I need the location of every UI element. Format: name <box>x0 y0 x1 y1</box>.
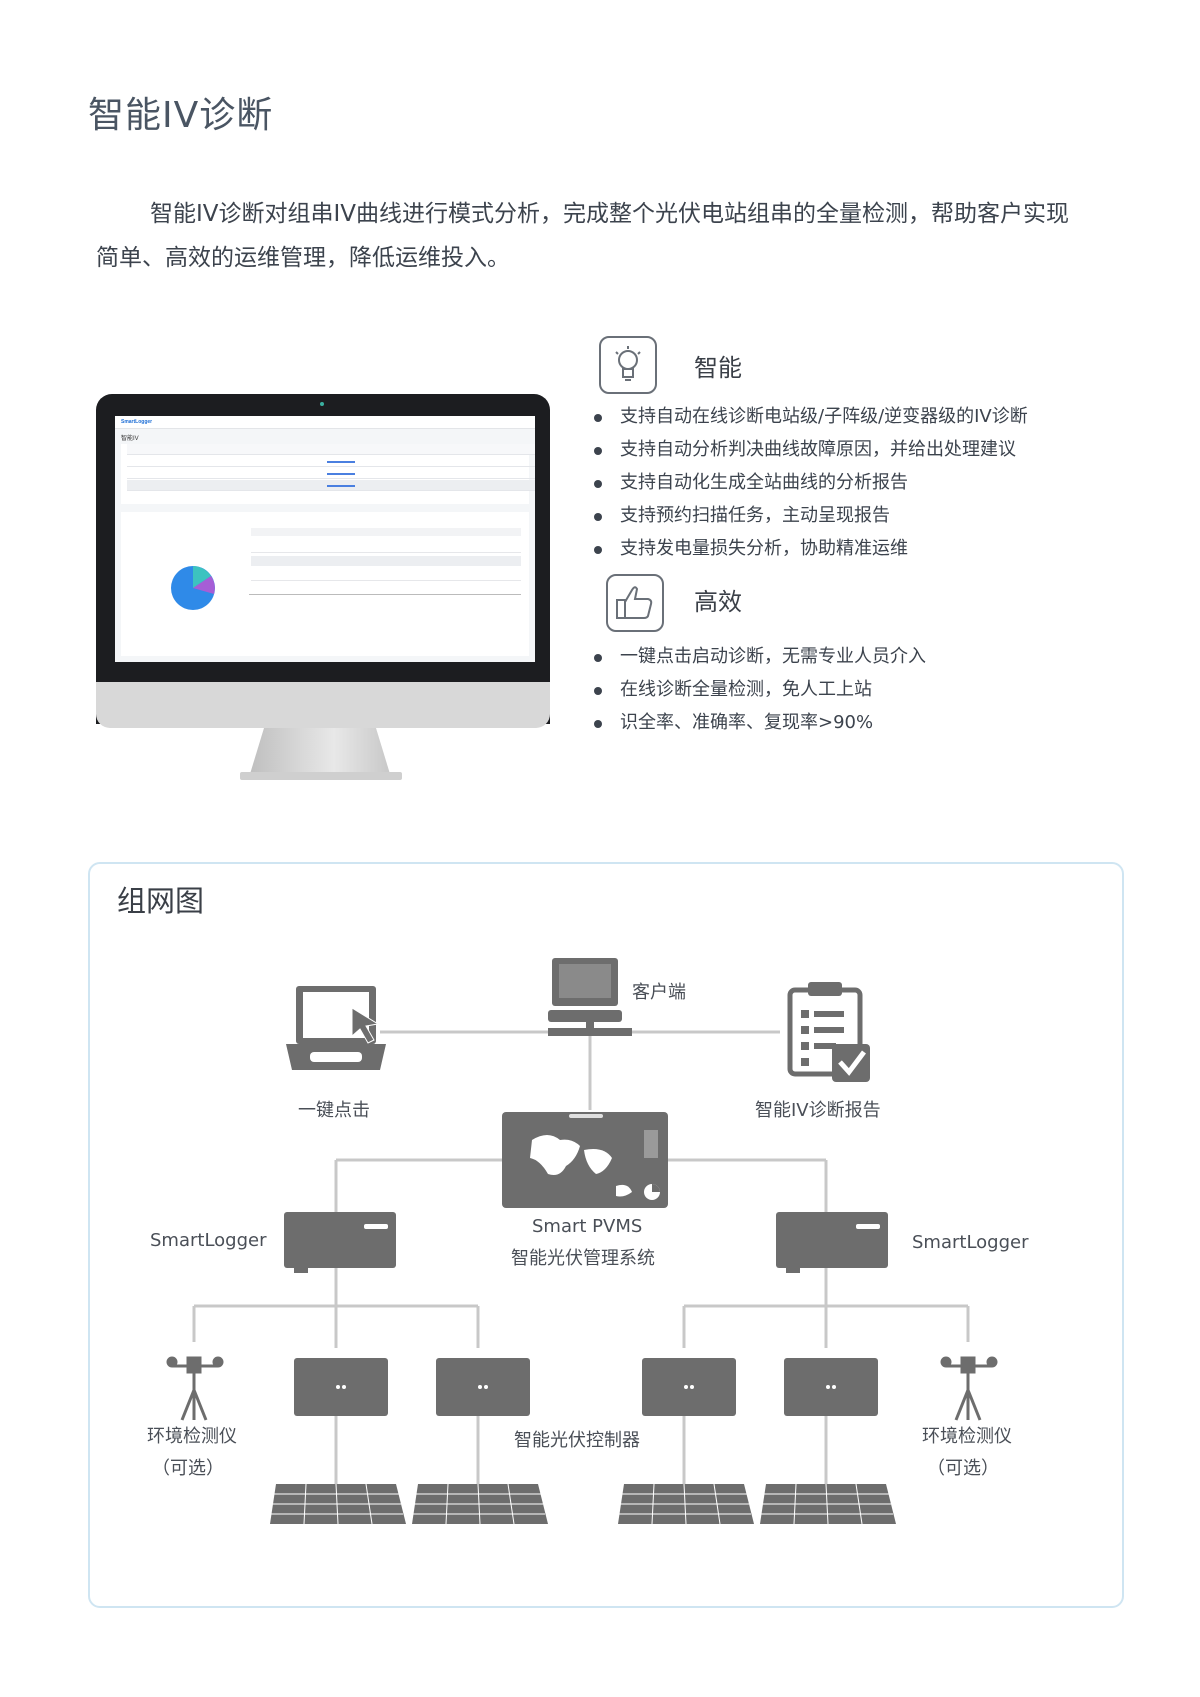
screen-subtable-header <box>251 528 521 536</box>
list-item: 支持自动化生成全站曲线的分析报告 <box>590 466 1028 499</box>
screen-progress-bar <box>327 485 355 487</box>
monitor-stand <box>250 728 390 774</box>
screen-table-header <box>127 444 535 455</box>
pvms-label-line1: Smart PVMS <box>532 1216 643 1237</box>
screen-table-row <box>127 468 535 479</box>
env-right-label-line1: 环境检测仪 <box>922 1426 1012 1447</box>
list-item: 识全率、准确率、复现率>90% <box>590 706 926 739</box>
smartlogger-right-icon <box>776 1212 888 1273</box>
list-item: 支持自动分析判决曲线故障原因，并给出处理建议 <box>590 433 1028 466</box>
solar-panel-icon <box>618 1483 754 1525</box>
page-title: 智能IV诊断 <box>88 95 274 136</box>
inverter-icon <box>784 1358 878 1416</box>
network-title: 组网图 <box>117 884 205 918</box>
screen-progress-bar <box>327 473 355 475</box>
laptop-click-icon <box>286 986 386 1070</box>
pvms-label-line2: 智能光伏管理系统 <box>511 1248 655 1269</box>
list-item: 在线诊断全量检测，免人工上站 <box>590 673 926 706</box>
screen-subtable-row <box>251 542 521 553</box>
report-clipboard-icon <box>787 982 870 1082</box>
screen-detail-panel <box>121 512 529 656</box>
monitor-foot <box>240 772 402 780</box>
smartlogger-right-label: SmartLogger <box>912 1232 1029 1253</box>
screen-app-name: SmartLogger <box>121 419 153 425</box>
screen-progress-bar <box>327 461 355 463</box>
feature-title-smart: 智能 <box>694 354 742 382</box>
feature-title-efficient: 高效 <box>694 588 742 616</box>
screen-topbar <box>115 416 535 429</box>
weather-station-left-icon <box>166 1356 224 1421</box>
inverter-icon <box>642 1358 736 1416</box>
solar-panel-icon <box>270 1483 406 1525</box>
client-label: 客户端 <box>632 982 686 1003</box>
feature-list-efficient: 一键点击启动诊断，无需专业人员介入 在线诊断全量检测，免人工上站 识全率、准确率… <box>590 640 926 739</box>
report-label: 智能IV诊断报告 <box>755 1100 881 1121</box>
pvms-screen-icon <box>502 1112 668 1208</box>
env-left-label-line1: 环境检测仪 <box>147 1426 237 1447</box>
smartlogger-left-icon <box>284 1212 396 1273</box>
smartlogger-left-label: SmartLogger <box>150 1230 267 1251</box>
inverter-icon <box>294 1358 388 1416</box>
screen-pie-chart <box>171 566 215 610</box>
env-right-label-line2: （可选） <box>927 1458 999 1479</box>
list-item: 一键点击启动诊断，无需专业人员介入 <box>590 640 926 673</box>
list-item: 支持发电量损失分析，协助精准运维 <box>590 532 1028 565</box>
monitor-screen: SmartLogger 智能IV <box>115 416 535 662</box>
weather-station-right-icon <box>940 1356 998 1421</box>
lightbulb-icon <box>599 336 657 394</box>
monitor-chin <box>96 682 550 728</box>
env-left-label-line2: （可选） <box>152 1458 224 1479</box>
controller-label: 智能光伏控制器 <box>514 1430 640 1451</box>
feature-list-smart: 支持自动在线诊断电站级/子阵级/逆变器级的IV诊断 支持自动分析判决曲线故障原因… <box>590 400 1028 565</box>
screen-timeline <box>249 594 521 595</box>
screen-subtable-row <box>251 556 521 566</box>
screen-table <box>121 444 535 504</box>
one-click-label: 一键点击 <box>298 1100 370 1121</box>
screen-page-label: 智能IV <box>121 436 139 442</box>
solar-panel-icon <box>760 1483 896 1525</box>
thumbs-up-icon <box>606 574 664 632</box>
connection-lines <box>192 1030 970 1484</box>
network-diagram-box <box>88 862 1124 1608</box>
intro-paragraph: 智能IV诊断对组串IV曲线进行模式分析，完成整个光伏电站组串的全量检测，帮助客户… <box>96 201 1070 271</box>
solar-panel-icon <box>412 1483 548 1525</box>
list-item: 支持预约扫描任务，主动呈现报告 <box>590 499 1028 532</box>
screen-table-row <box>127 456 535 467</box>
client-computer-icon <box>548 958 632 1036</box>
screen-subtable-row <box>251 570 521 581</box>
list-item: 支持自动在线诊断电站级/子阵级/逆变器级的IV诊断 <box>590 400 1028 433</box>
inverter-icon <box>436 1358 530 1416</box>
webcam-dot <box>320 402 324 406</box>
